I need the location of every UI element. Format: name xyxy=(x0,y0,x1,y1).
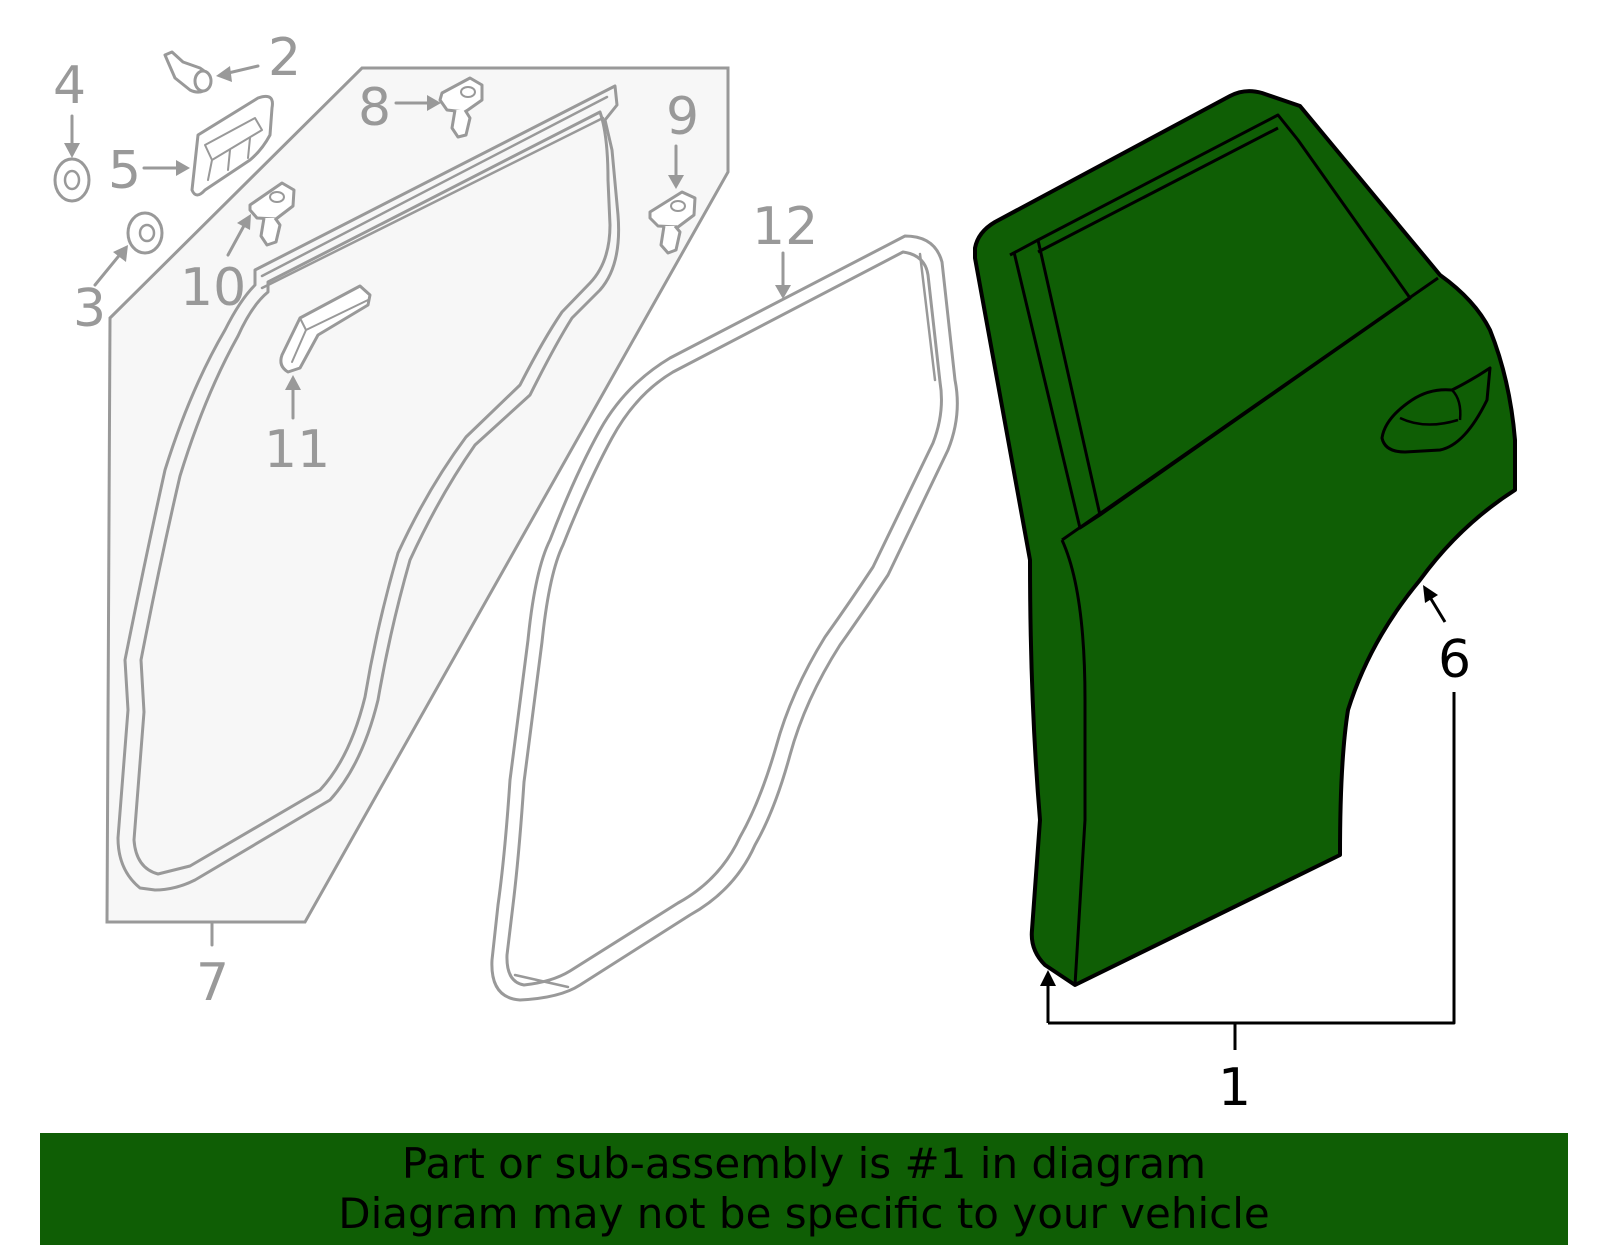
callout-11: 11 xyxy=(264,420,330,480)
callout-7: 7 xyxy=(196,953,229,1013)
banner-line-2: Diagram may not be specific to your vehi… xyxy=(338,1189,1270,1238)
part-3-grommet xyxy=(126,211,164,255)
callout-8: 8 xyxy=(358,78,391,138)
callout-2: 2 xyxy=(268,28,301,88)
part-2-bolt xyxy=(163,50,213,94)
callout-3: 3 xyxy=(73,279,106,339)
callout-5: 5 xyxy=(108,141,141,201)
callout-1: 1 xyxy=(1218,1058,1251,1118)
part-7-panel xyxy=(105,66,730,924)
part-7-weatherstrip xyxy=(116,84,621,892)
part-1-door-shell xyxy=(973,89,1517,987)
banner-line-1: Part or sub-assembly is #1 in diagram xyxy=(401,1139,1207,1188)
callout-4: 4 xyxy=(53,56,86,116)
part-9-clip xyxy=(648,190,697,255)
part-4-grommet xyxy=(53,157,91,203)
callout-6: 6 xyxy=(1438,630,1471,690)
part-8-clip xyxy=(438,76,484,139)
leader-lines xyxy=(64,64,1456,1050)
callout-numbers: 4 2 5 3 10 8 9 11 12 7 6 1 xyxy=(53,28,1471,1118)
part-11-trim xyxy=(279,284,372,374)
info-banner: Part or sub-assembly is #1 in diagram Di… xyxy=(40,1133,1568,1245)
part-12-weatherstrip xyxy=(490,234,959,1002)
callout-9: 9 xyxy=(666,87,699,147)
part-10-clip xyxy=(248,181,296,247)
part-5-bracket xyxy=(190,94,274,197)
callout-10: 10 xyxy=(180,258,246,318)
callout-12: 12 xyxy=(752,197,818,257)
